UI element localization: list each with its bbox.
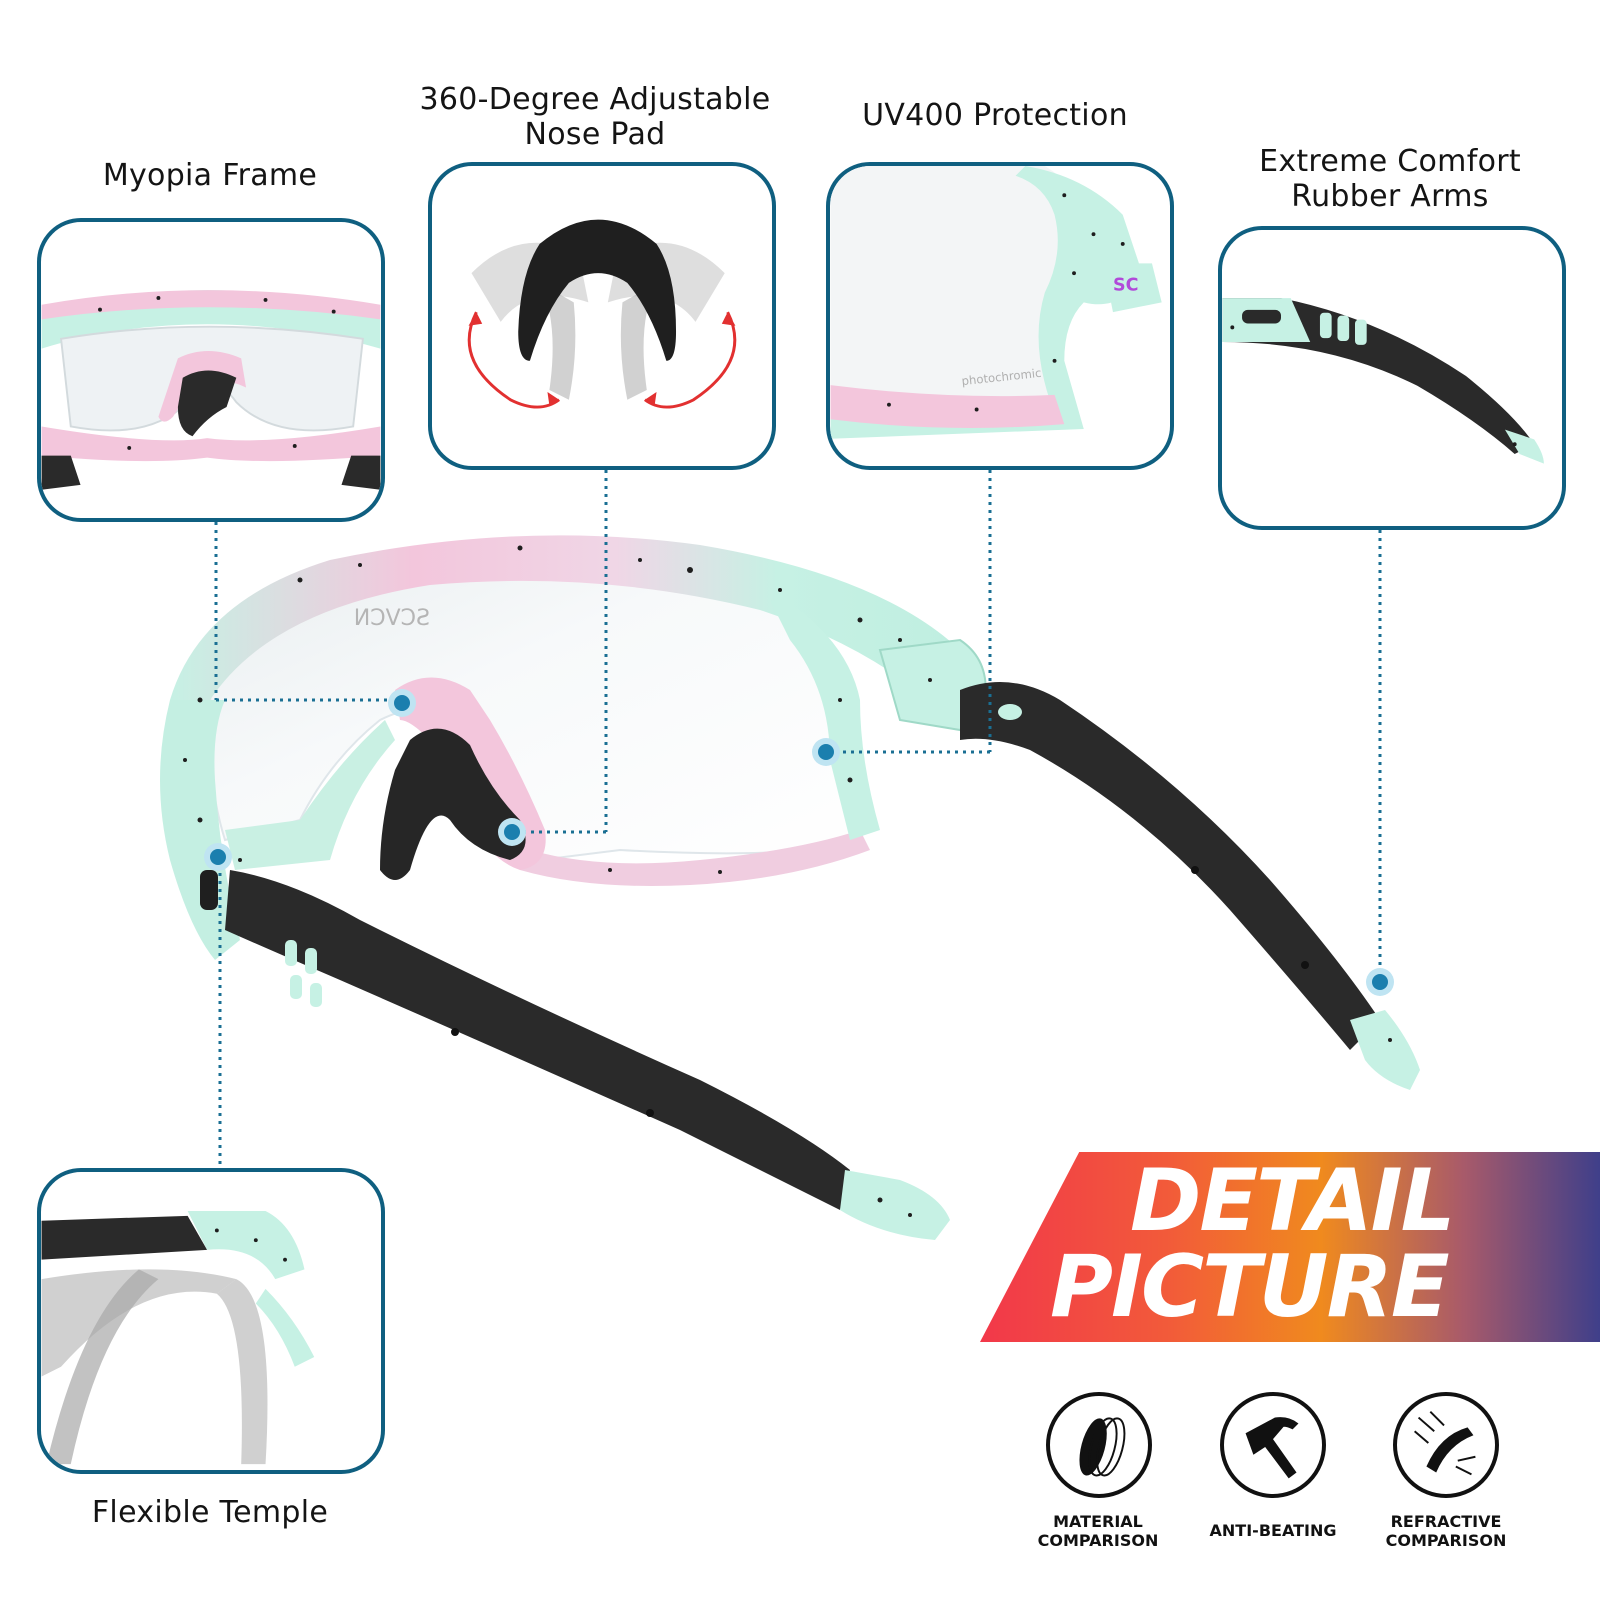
feature-label-material-line2: COMPARISON bbox=[1037, 1531, 1159, 1550]
label-rubber-arms-line1: Extreme Comfort bbox=[1259, 144, 1521, 179]
detail-box-nose-pad bbox=[428, 162, 776, 470]
label-rubber-arms: Extreme Comfort Rubber Arms bbox=[1220, 144, 1560, 214]
label-nose-pad-line2: Nose Pad bbox=[524, 117, 666, 152]
feature-label-anti-beating: ANTI-BEATING bbox=[1188, 1521, 1358, 1540]
feature-label-anti-beating-line1: ANTI-BEATING bbox=[1209, 1521, 1337, 1540]
lens-layers-icon bbox=[1046, 1392, 1152, 1498]
rubber-arm-image bbox=[1222, 298, 1544, 464]
myopia-frame-image bbox=[41, 290, 381, 490]
banner-title-line1: DETAIL bbox=[1130, 1151, 1455, 1251]
refraction-icon bbox=[1393, 1392, 1499, 1498]
banner-title-line2: PICTURE bbox=[1050, 1237, 1450, 1337]
nose-pad bbox=[380, 728, 526, 880]
frame-rim-right bbox=[520, 830, 870, 886]
hammer-icon bbox=[1220, 1392, 1326, 1498]
detail-box-myopia-frame bbox=[37, 218, 385, 522]
feature-label-refractive: REFRACTIVE COMPARISON bbox=[1361, 1512, 1531, 1550]
flexible-temple-image bbox=[41, 1210, 315, 1465]
uv400-lens-image: SC photochromic bbox=[830, 166, 1162, 439]
detail-box-uv400: SC photochromic bbox=[826, 162, 1174, 470]
feature-label-refractive-line1: REFRACTIVE bbox=[1390, 1512, 1502, 1531]
frame-speckles bbox=[183, 545, 1392, 1217]
frame-bottom bbox=[225, 720, 395, 870]
label-rubber-arms-line2: Rubber Arms bbox=[1291, 179, 1489, 214]
detail-box-rubber-arms bbox=[1218, 226, 1566, 530]
frame-top bbox=[170, 535, 980, 720]
arm-right-tip bbox=[1350, 1010, 1420, 1090]
callout-dots bbox=[204, 689, 1394, 996]
label-nose-pad: 360-Degree Adjustable Nose Pad bbox=[400, 82, 790, 152]
banner-title: DETAIL PICTURE bbox=[1050, 1158, 1570, 1330]
svg-text:SCVCN: SCVCN bbox=[354, 606, 430, 631]
detail-box-flexible-temple bbox=[37, 1168, 385, 1474]
arm-left bbox=[225, 870, 850, 1210]
frame-left bbox=[160, 700, 240, 960]
svg-text:SC: SC bbox=[1113, 276, 1138, 296]
detail-picture-banner bbox=[980, 1152, 1600, 1342]
label-nose-pad-line1: 360-Degree Adjustable bbox=[419, 82, 771, 117]
label-myopia-frame: Myopia Frame bbox=[102, 158, 318, 193]
feature-label-material-line1: MATERIAL bbox=[1053, 1512, 1143, 1531]
leader-lines bbox=[214, 470, 1382, 1168]
label-uv400: UV400 Protection bbox=[862, 98, 1128, 133]
feature-label-refractive-line2: COMPARISON bbox=[1385, 1531, 1507, 1550]
arm-left-tip bbox=[840, 1170, 950, 1240]
label-flexible-temple: Flexible Temple bbox=[91, 1495, 329, 1530]
nose-pad-image bbox=[467, 219, 737, 409]
feature-label-material: MATERIAL COMPARISON bbox=[1013, 1512, 1183, 1550]
arm-right bbox=[960, 682, 1380, 1050]
